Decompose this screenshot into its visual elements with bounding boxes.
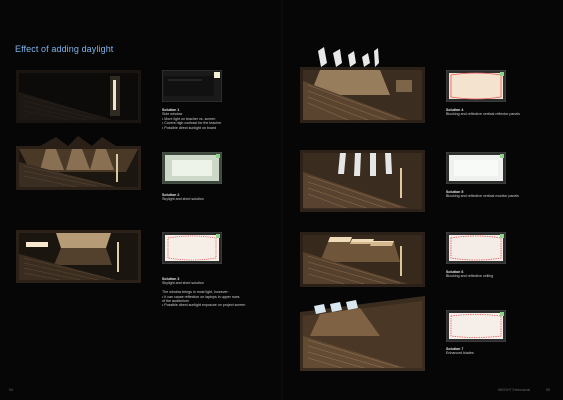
section-render-solution-4: [300, 45, 425, 125]
caption-title: Solution 4: [446, 108, 464, 112]
section-render-solution-3: [16, 230, 141, 283]
caption-line: Enhanced blades: [446, 351, 474, 356]
page-number-right: 95: [546, 388, 550, 392]
caption-title: Solution 2: [162, 193, 180, 197]
plan-diagram-solution-7: [446, 310, 506, 342]
caption-line: • Covers high contrast for the teacher: [162, 121, 222, 126]
caption-solution-3: Solution 3 Skylight and shed solution Th…: [162, 277, 245, 308]
plan-diagram-solution-1: [162, 70, 222, 102]
caption-line: Blocking and reflective vertical reflect…: [446, 112, 520, 117]
caption-solution-5: Solution 5 Blocking and reflective verti…: [446, 190, 519, 199]
caption-line: The window brings in most light, however…: [162, 290, 229, 295]
caption-title: Solution 6: [446, 270, 464, 274]
caption-title: Solution 3: [162, 277, 180, 281]
section-render-solution-6: [300, 232, 425, 287]
caption-line: Skylight and shed solution: [162, 197, 204, 202]
running-footer-label: WEIGHT Extensional: [498, 388, 530, 392]
section-render-solution-1: [16, 70, 141, 123]
caption-line: • Possible direct sunlight exposure on p…: [162, 303, 246, 308]
page-title: Effect of adding daylight: [15, 44, 114, 54]
caption-line: Blocking and reflective ceiling: [446, 274, 494, 279]
caption-line: • It can cause reflection on laptops in …: [162, 294, 240, 299]
caption-title: Solution 7: [446, 347, 464, 351]
caption-title: Solution 1: [162, 108, 180, 112]
caption-line: • More light on teacher vs. screen: [162, 116, 216, 121]
caption-line: • Possible direct sunlight on board: [162, 125, 217, 130]
section-render-solution-2: [16, 132, 141, 190]
caption-solution-4: Solution 4 Blocking and reflective verti…: [446, 108, 520, 117]
caption-title: Solution 5: [446, 190, 464, 194]
caption-solution-1: Solution 1 Side window • More light on t…: [162, 108, 221, 130]
plan-diagram-solution-4: [446, 70, 506, 102]
caption-solution-2: Solution 2 Skylight and shed solution: [162, 193, 204, 202]
page-number-left: 94: [9, 388, 13, 392]
caption-solution-7: Solution 7 Enhanced blades: [446, 347, 474, 356]
section-render-solution-5: [300, 150, 425, 212]
section-render-solution-7: [300, 296, 425, 371]
caption-line: Skylight and shed solution: [162, 281, 204, 286]
plan-diagram-solution-2: [162, 152, 222, 184]
caption-line: Blocking and reflective vertical monitor…: [446, 194, 519, 199]
caption-solution-6: Solution 6 Blocking and reflective ceili…: [446, 270, 493, 279]
caption-line: of the auditorium: [162, 299, 189, 304]
plan-diagram-solution-5: [446, 152, 506, 184]
plan-diagram-solution-3: [162, 232, 222, 264]
page-spine: [281, 0, 283, 400]
plan-diagram-solution-6: [446, 232, 506, 264]
caption-line: Side window: [162, 112, 183, 117]
